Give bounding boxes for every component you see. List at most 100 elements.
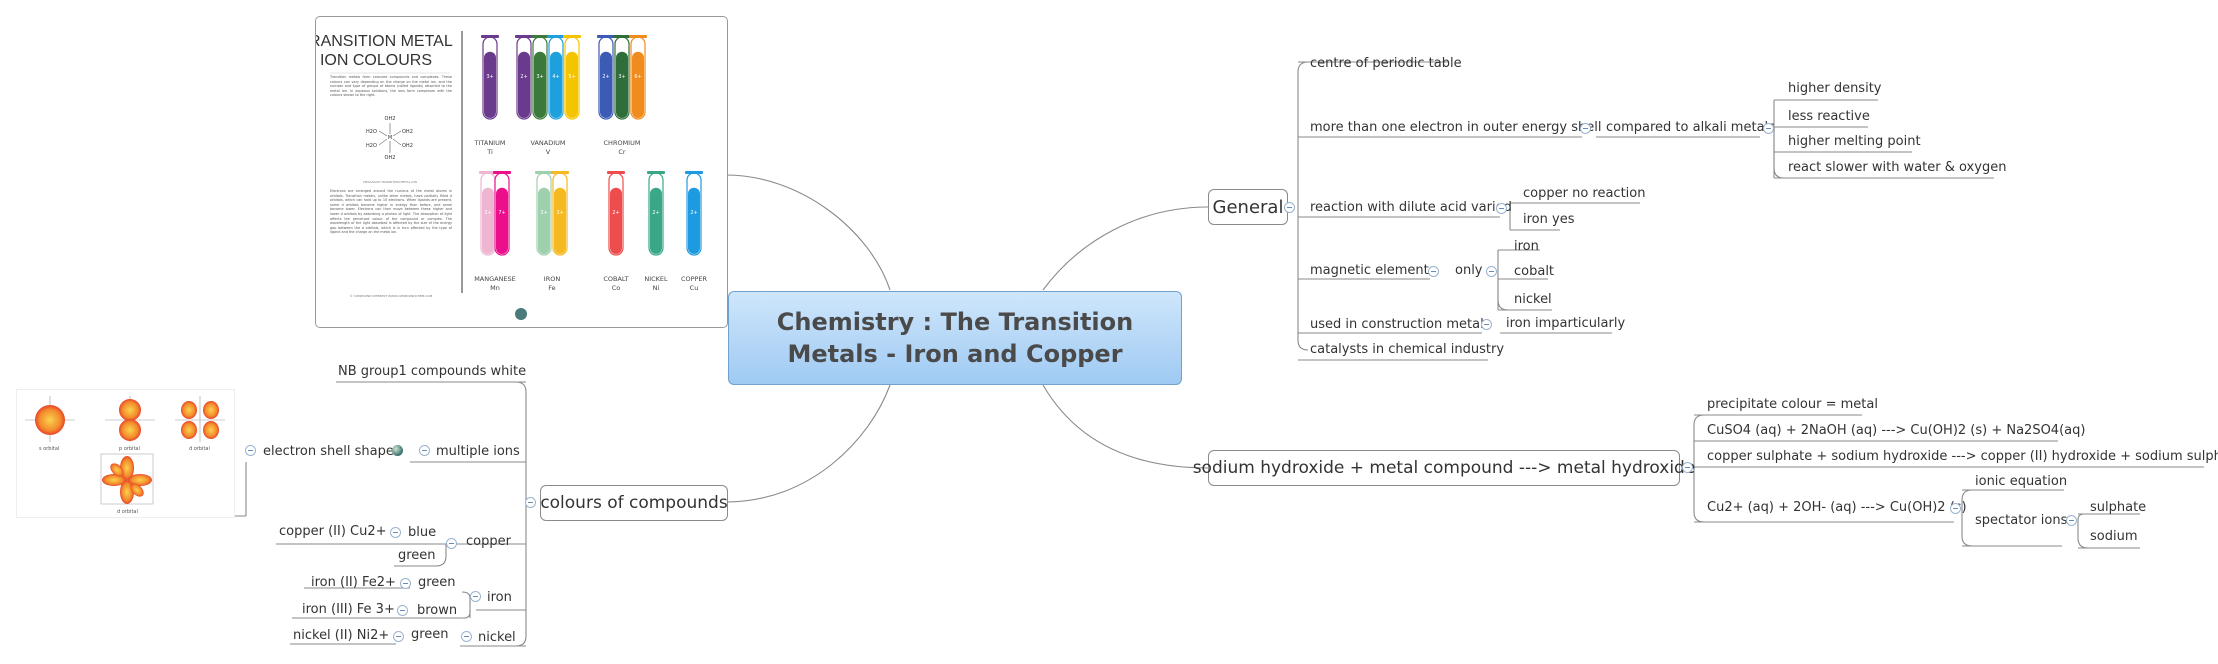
collapse-toggle-fe3[interactable] (397, 605, 408, 616)
subtopic-green-iron[interactable]: green (418, 575, 456, 590)
element-label-top-2-symbol: Cr (618, 148, 626, 156)
collapse-toggle-construction[interactable] (1481, 319, 1492, 330)
subtopic-react-slower[interactable]: react slower with water & oxygen (1788, 160, 2007, 175)
collapse-toggle-eq3[interactable] (1950, 503, 1961, 514)
ligand-right-bottom: OH2 (402, 143, 413, 149)
test-tubes-top-row: 3+2+3+4+5+2+3+6+ (481, 35, 647, 120)
subtopic-nickel-group[interactable]: nickel (478, 630, 516, 645)
collapse-toggle-nickel[interactable] (461, 631, 472, 642)
subtopic-blue[interactable]: blue (408, 525, 437, 540)
subtopic-brown[interactable]: brown (417, 603, 458, 618)
orbital-label-d2: d orbital (117, 509, 138, 515)
infographic-drawing: TRANSITION METAL ION COLOURS Transition … (316, 31, 708, 320)
collapse-toggle-magnetic[interactable] (1428, 266, 1439, 277)
test-tube-bottom-5: 2+ (647, 171, 665, 256)
topic-colours-of-compounds[interactable]: colours of compounds (540, 485, 728, 521)
test-tube-top-2-ion: 3+ (536, 74, 543, 80)
subtopic-multiple-ions[interactable]: multiple ions (436, 444, 520, 459)
test-tube-bottom-4-ion: 2+ (612, 210, 619, 216)
subtopic-iron-imparticularly[interactable]: iron imparticularly (1506, 316, 1626, 331)
subtopic-catalysts[interactable]: catalysts in chemical industry (1310, 342, 1505, 357)
collapse-toggle-compared[interactable] (1763, 123, 1774, 134)
collapse-toggle-electron[interactable] (1580, 123, 1591, 134)
collapse-toggle-colours[interactable] (525, 497, 536, 508)
subtopic-iron[interactable]: iron (1514, 239, 1539, 254)
subtopic-sodium[interactable]: sodium (2090, 529, 2138, 544)
element-label-bottom-3-name: NICKEL (644, 275, 668, 283)
subtopic-iron-yes[interactable]: iron yes (1523, 212, 1575, 227)
orbital-label-d1: d orbital (189, 446, 210, 452)
subtopic-construction[interactable]: used in construction metals (1310, 317, 1491, 332)
test-tube-top-6: 3+ (613, 35, 631, 120)
topic-colours-label: colours of compounds (540, 493, 728, 513)
subtopic-higher-density[interactable]: higher density (1788, 81, 1882, 96)
subtopic-compared-alkali[interactable]: compared to alkali metals (1606, 120, 1775, 135)
topic-sodium-hydroxide[interactable]: sodium hydroxide + metal compound ---> m… (1193, 450, 1695, 486)
subtopic-iron-group[interactable]: iron (487, 590, 512, 605)
element-label-bottom-2-symbol: Co (612, 284, 621, 292)
element-label-top-0-symbol: Ti (486, 148, 493, 156)
collapse-toggle-hydroxide[interactable] (1682, 462, 1693, 473)
test-tube-top-1: 2+ (515, 35, 533, 120)
test-tube-bottom-3-ion: 3+ (556, 210, 563, 216)
subtopic-less-reactive[interactable]: less reactive (1788, 109, 1870, 124)
subtopic-spectator-ions[interactable]: spectator ions (1975, 513, 2068, 528)
element-label-bottom-2-name: COBALT (603, 275, 628, 283)
subtopic-ionic-equation[interactable]: ionic equation (1975, 474, 2068, 489)
subtopic-dilute-acid[interactable]: reaction with dilute acid varied (1310, 200, 1512, 215)
collapse-toggle-shells[interactable] (245, 445, 256, 456)
subtopic-green-nickel[interactable]: green (411, 627, 449, 642)
subtopic-magnetic[interactable]: magnetic elements (1310, 263, 1436, 278)
collapse-toggle-only[interactable] (1486, 266, 1497, 277)
test-tube-top-6-ion: 3+ (618, 74, 625, 80)
hexaaquo-complex-diagram: M OH2 OH2 H2O H2O OH2 OH2 (366, 116, 413, 161)
subtopic-equation-1[interactable]: CuSO4 (aq) + 2NaOH (aq) ---> Cu(OH)2 (s)… (1707, 423, 2086, 438)
subtopic-equation-3[interactable]: Cu2+ (aq) + 2OH- (aq) ---> Cu(OH)2 (s) (1707, 500, 1967, 515)
attachment-icon[interactable] (392, 445, 403, 456)
test-tube-bottom-4: 2+ (607, 171, 625, 256)
subtopic-iron-iii[interactable]: iron (III) Fe 3+ (302, 602, 395, 617)
test-tube-top-0-ion: 3+ (486, 74, 493, 80)
subtopic-electron-shell[interactable]: more than one electron in outer energy s… (1310, 120, 1602, 135)
central-topic[interactable]: Chemistry : The Transition Metals - Iron… (728, 291, 1182, 385)
subtopic-copper-ii[interactable]: copper (II) Cu2+ (279, 524, 387, 539)
test-tube-bottom-1: 7+ (493, 171, 511, 256)
test-tube-top-7: 6+ (629, 35, 647, 120)
collapse-toggle-multiple[interactable] (419, 445, 430, 456)
collapse-toggle-ni2[interactable] (393, 631, 404, 642)
subtopic-electron-shell-shapes[interactable]: electron shell shapes (263, 444, 401, 459)
collapse-toggle-acid[interactable] (1496, 203, 1507, 214)
subtopic-green-copper[interactable]: green (398, 548, 436, 563)
infographic-paragraph-2: Electrons are arranged around the nucleu… (330, 189, 452, 235)
subtopic-nb-group1[interactable]: NB group1 compounds white (338, 364, 527, 379)
subtopic-copper-no-reaction[interactable]: copper no reaction (1523, 186, 1646, 201)
collapse-toggle-general[interactable] (1284, 202, 1295, 213)
transition-metal-infographic[interactable]: TRANSITION METAL ION COLOURS Transition … (315, 16, 728, 328)
infographic-paragraph-1: Transition metals form coloured compound… (330, 75, 452, 98)
collapse-toggle-copper[interactable] (446, 538, 457, 549)
subtopic-equation-2[interactable]: copper sulphate + sodium hydroxide ---> … (1707, 449, 2218, 464)
element-label-bottom-0-symbol: Mn (490, 284, 500, 292)
subtopic-cobalt[interactable]: cobalt (1514, 264, 1555, 279)
collapse-toggle-iron[interactable] (470, 591, 481, 602)
orbital-label-s: s orbital (39, 446, 59, 452)
collapse-toggle-fe2[interactable] (400, 578, 411, 589)
subtopic-higher-melting[interactable]: higher melting point (1788, 134, 1921, 149)
subtopic-precipitate[interactable]: precipitate colour = metal (1707, 397, 1878, 412)
subtopic-nickel-ii[interactable]: nickel (II) Ni2+ (293, 628, 390, 643)
element-label-top-1-name: VANADIUM (530, 139, 565, 147)
orbital-shapes-image[interactable]: s orbital p orbital d orbital d orbital (16, 389, 235, 518)
subtopic-centre[interactable]: centre of periodic table (1310, 56, 1462, 71)
subtopic-nickel[interactable]: nickel (1514, 292, 1552, 307)
test-tube-top-5: 2+ (597, 35, 615, 120)
subtopic-sulphate[interactable]: sulphate (2090, 500, 2147, 515)
subtopic-copper[interactable]: copper (466, 534, 511, 549)
subtopic-only[interactable]: only (1455, 263, 1483, 278)
collapse-toggle-spectator[interactable] (2066, 515, 2077, 526)
collapse-toggle-cu2[interactable] (390, 527, 401, 538)
element-label-bottom-1-name: IRON (544, 275, 561, 283)
test-tube-top-3: 4+ (547, 35, 565, 120)
subtopic-iron-ii[interactable]: iron (II) Fe2+ (311, 575, 396, 590)
test-tube-top-7-ion: 6+ (634, 74, 641, 80)
topic-general[interactable]: General (1208, 189, 1288, 225)
